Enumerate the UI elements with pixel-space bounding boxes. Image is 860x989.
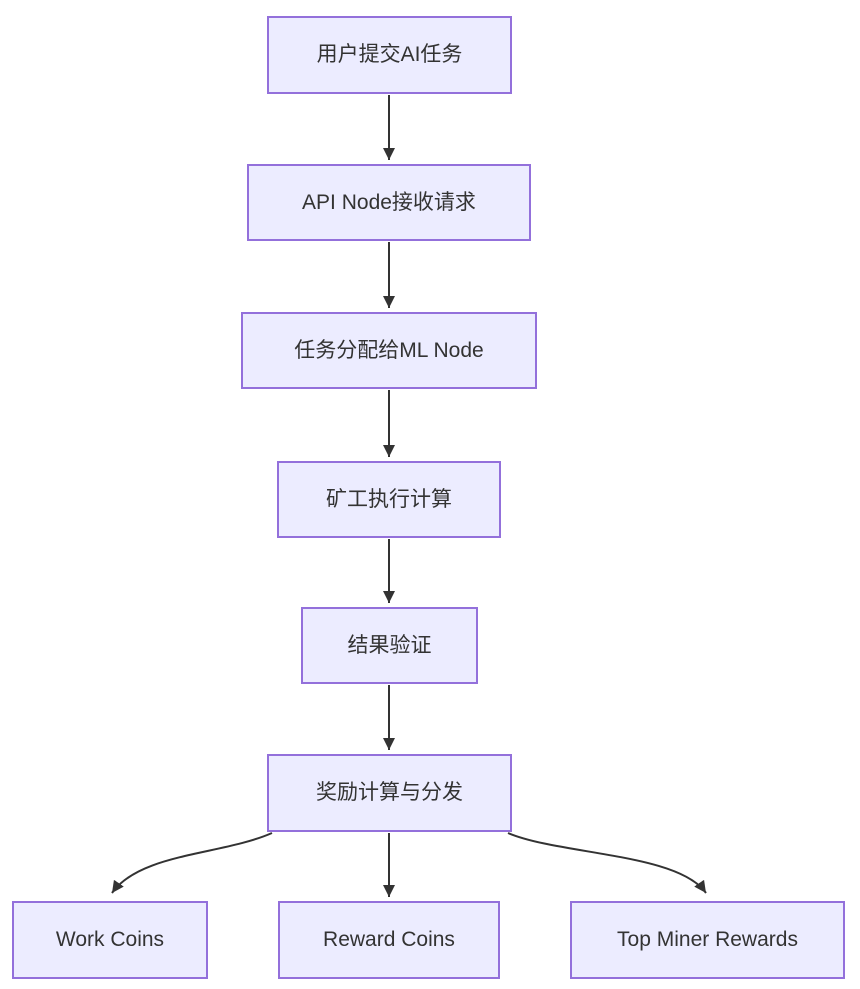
node-label: 矿工执行计算 bbox=[326, 487, 452, 511]
node-label: Top Miner Rewards bbox=[617, 928, 798, 952]
edge-reward-to-workcoins bbox=[111, 832, 273, 894]
node-label: 任务分配给ML Node bbox=[294, 338, 484, 362]
node-label: Reward Coins bbox=[323, 928, 455, 952]
node-label: Work Coins bbox=[55, 928, 165, 952]
node-label: API Node接收请求 bbox=[302, 190, 476, 214]
node-miner-executes-computation: 矿工执行计算 bbox=[277, 461, 501, 538]
node-task-assigned-to-ml-node: 任务分配给ML Node bbox=[241, 312, 537, 389]
node-label: 结果验证 bbox=[347, 633, 432, 657]
node-result-verification: 结果验证 bbox=[301, 607, 478, 684]
node-user-submits-ai-task: 用户提交AI任务 bbox=[267, 16, 512, 94]
node-work-coins: Work Coins bbox=[12, 901, 208, 979]
node-label: 用户提交AI任务 bbox=[316, 43, 463, 67]
node-api-node-receives-request: API Node接收请求 bbox=[247, 164, 531, 241]
node-label: 奖励计算与分发 bbox=[316, 781, 463, 805]
node-reward-calculation-and-distribution: 奖励计算与分发 bbox=[267, 754, 512, 832]
edge-reward-to-topminer bbox=[507, 832, 707, 894]
node-reward-coins: Reward Coins bbox=[278, 901, 500, 979]
node-top-miner-rewards: Top Miner Rewards bbox=[570, 901, 845, 979]
